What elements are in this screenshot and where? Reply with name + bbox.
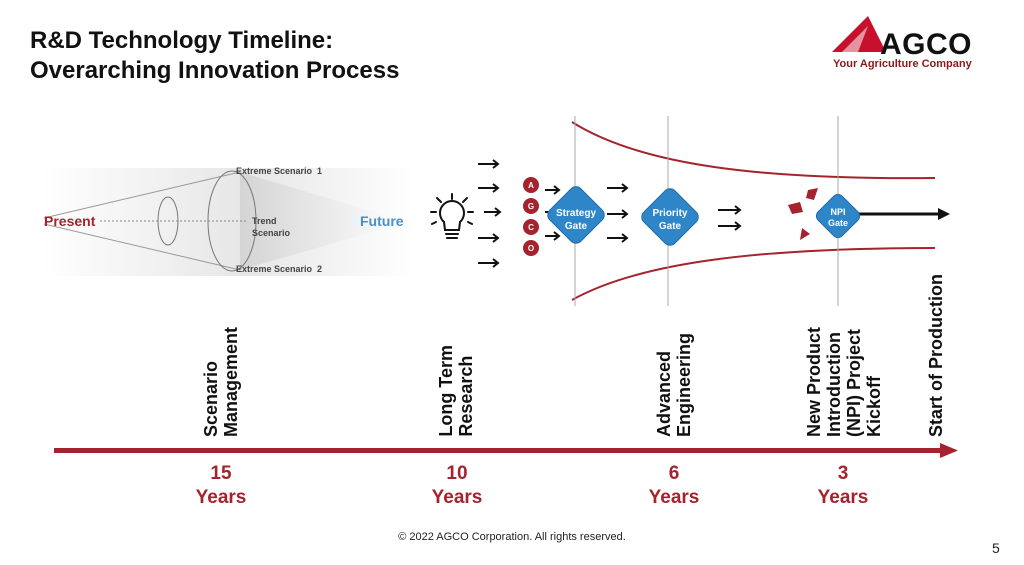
funnel-top-curve	[571, 121, 936, 180]
lightbulb-icon	[430, 193, 474, 239]
cone-bottom-edge	[43, 223, 241, 271]
page-number: 5	[992, 540, 1000, 556]
years-unit: Years	[195, 487, 247, 508]
years-label-15: 15 Years	[171, 462, 271, 510]
logo-tagline: Your Agriculture Company	[833, 58, 972, 70]
agco-circle-o	[523, 240, 539, 256]
years-unit: Years	[648, 487, 700, 508]
agco-letter: A	[528, 181, 534, 190]
milestone-line: New Product	[804, 326, 824, 437]
milestone-line: Long Term	[436, 345, 456, 437]
years-number: 6	[668, 463, 680, 484]
cone-top-edge	[43, 171, 241, 219]
slide-title: R&D Technology Timeline: Overarching Inn…	[30, 26, 399, 86]
milestone-line: Engineering	[674, 332, 694, 437]
milestone-npi-kickoff: New Product Introduction (NPI) Project K…	[804, 327, 884, 437]
years-unit: Years	[817, 487, 869, 508]
years-label-3: 3 Years	[793, 462, 893, 510]
strategy-gate-label: Strategy	[556, 208, 596, 219]
years-label-6: 6 Years	[624, 462, 724, 510]
milestone-line: Advanced	[654, 350, 674, 437]
agco-circle-c	[523, 219, 539, 235]
npi-gate-label: Gate	[828, 218, 848, 228]
title-line-1: R&D Technology Timeline:	[30, 27, 334, 54]
milestone-scenario-management: Scenario Management	[201, 327, 241, 437]
funnel-bottom-curve	[571, 247, 936, 301]
present-label: Present	[44, 213, 96, 229]
agco-circle-g	[523, 198, 539, 214]
milestone-line: Scenario	[201, 360, 221, 437]
npi-gate-diamond	[815, 193, 861, 239]
milestone-line: Start of Production	[926, 274, 946, 437]
npi-gate-label: NPI	[830, 207, 845, 217]
title-line-2: Overarching Innovation Process	[30, 57, 400, 84]
years-number: 15	[210, 463, 232, 484]
milestone-advanced-engineering: Advanced Engineering	[654, 333, 694, 437]
agco-logo-icon	[832, 16, 886, 52]
agco-letter: C	[528, 223, 534, 232]
milestone-line: Management	[221, 326, 241, 437]
trend-scenario-label-2: Scenario	[252, 228, 291, 238]
milestone-line: Research	[456, 355, 476, 437]
priority-gate-diamond	[641, 188, 699, 246]
strategy-gate-label: Gate	[565, 221, 588, 232]
milestone-line: (NPI) Project	[844, 328, 864, 437]
trend-scenario-label-1: Trend	[252, 216, 277, 226]
milestone-line: Kickoff	[864, 375, 884, 437]
milestone-long-term-research: Long Term Research	[436, 345, 476, 437]
milestone-line: Introduction	[824, 332, 844, 437]
shard-shapes	[788, 188, 818, 240]
timeline-bar	[54, 448, 944, 453]
agco-circle-a	[523, 177, 539, 193]
logo-name: AGCO	[880, 28, 972, 61]
priority-gate-label: Gate	[659, 221, 682, 232]
years-number: 10	[446, 463, 468, 484]
strategy-gate-diamond	[547, 186, 605, 244]
future-wedge	[240, 172, 408, 270]
extreme-scenario-1-label: Extreme Scenario 1	[236, 166, 322, 176]
production-output-arrowhead	[938, 208, 950, 220]
years-unit: Years	[431, 487, 483, 508]
agco-circles: A G C O	[523, 177, 539, 256]
agco-letter: G	[528, 202, 534, 211]
years-label-10: 10 Years	[407, 462, 507, 510]
extreme-scenario-2-label: Extreme Scenario 2	[236, 264, 322, 274]
future-label: Future	[360, 213, 404, 229]
idea-arrows	[478, 159, 502, 268]
priority-gate-label: Priority	[652, 208, 687, 219]
copyright-footer: © 2022 AGCO Corporation. All rights rese…	[398, 531, 626, 543]
milestone-start-of-production: Start of Production	[926, 274, 946, 437]
timeline-arrowhead	[940, 443, 958, 458]
years-number: 3	[837, 463, 849, 484]
agco-letter: O	[528, 244, 534, 253]
